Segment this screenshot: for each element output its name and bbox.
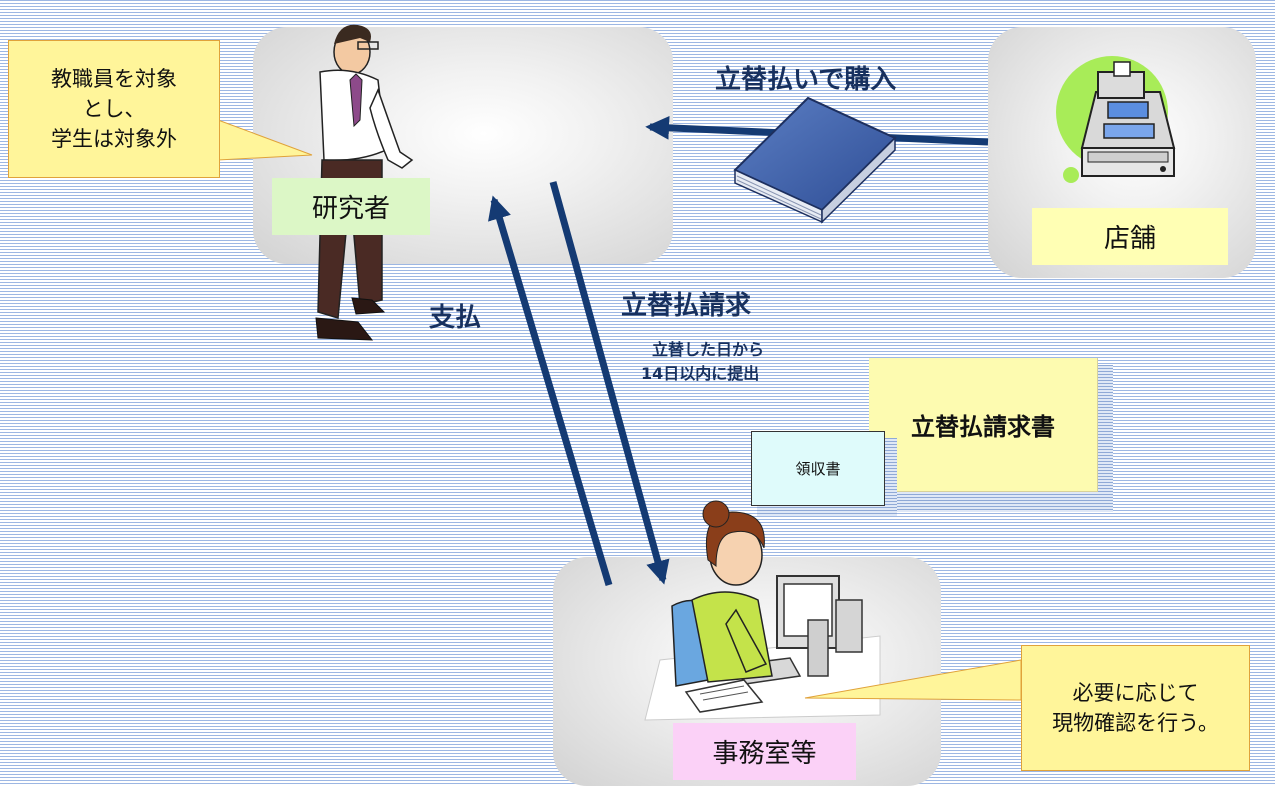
researcher-label: 研究者 — [272, 178, 430, 235]
claim-flow-label: 立替払請求 — [621, 291, 752, 321]
office-worker-figure — [644, 500, 881, 721]
receipt-title: 領収書 — [795, 460, 841, 478]
payment-flow-label: 支払 — [429, 303, 482, 333]
claim-form-title: 立替払請求書 — [911, 413, 1055, 441]
claim-arrow — [549, 181, 670, 585]
claim-deadline-line1: 立替した日から — [652, 340, 765, 359]
receipt-document: 領収書 — [751, 431, 885, 506]
store-label: 店舗 — [1032, 208, 1228, 265]
purchase-flow-label: 立替払いで購入 — [715, 65, 897, 95]
office-label: 事務室等 — [673, 723, 856, 780]
claim-deadline-line2: 14日以内に提出 — [641, 364, 760, 383]
book-icon — [733, 96, 897, 224]
inspection-callout: 必要に応じて 現物確認を行う。 — [1021, 645, 1250, 771]
cash-register-icon — [1056, 56, 1176, 183]
staff-only-callout: 教職員を対象 とし、 学生は対象外 — [8, 40, 220, 178]
payment-arrow — [488, 195, 613, 587]
claim-form-document: 立替払請求書 — [869, 358, 1098, 492]
